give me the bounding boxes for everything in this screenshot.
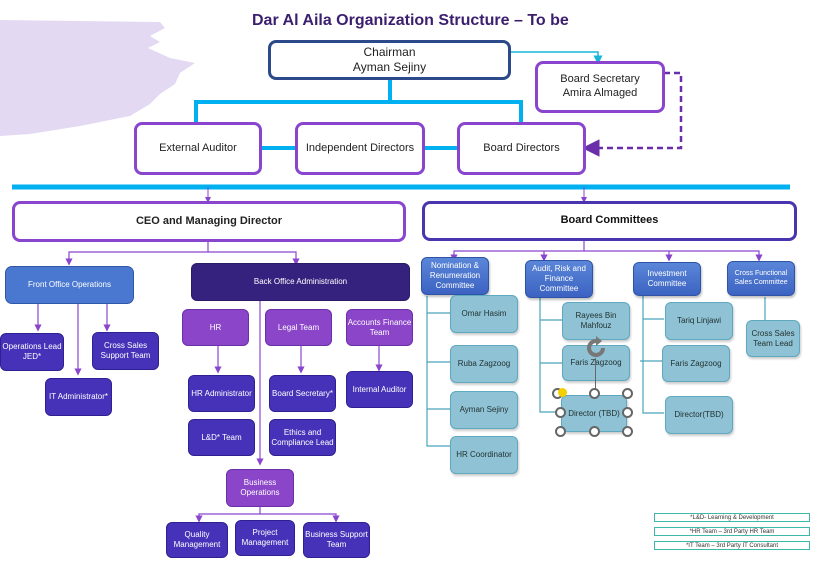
member-rayees-bin-mahfouz[interactable]: Rayees Bin Mahfouz <box>562 302 630 340</box>
accounts-finance-node[interactable]: Accounts Finance Team <box>346 309 413 346</box>
external-auditor-node[interactable]: External Auditor <box>134 122 262 175</box>
front-office-node[interactable]: Front Office Operations <box>5 266 134 304</box>
board-secretary-legal-node[interactable]: Board Secretary* <box>269 375 336 412</box>
legend-item: *HR Team – 3rd Party HR Team <box>654 527 810 536</box>
independent-directors-node[interactable]: Independent Directors <box>295 122 425 175</box>
member-ruba-zagzoog[interactable]: Ruba Zagzoog <box>450 345 518 383</box>
resize-handle-icon[interactable] <box>622 388 633 399</box>
committee-cross-functional-node[interactable]: Cross Functional Sales Committee <box>727 261 795 296</box>
member-director-tbd-audit[interactable]: Director (TBD) <box>561 395 627 432</box>
it-administrator-node[interactable]: IT Administrator* <box>45 378 112 416</box>
board-secretary-name: Amira Almaged <box>562 87 638 99</box>
legend-item: *L&D- Learning & Development <box>654 513 810 522</box>
adjust-handle-icon[interactable] <box>558 388 567 397</box>
ceo-node[interactable]: CEO and Managing Director <box>12 201 406 242</box>
chairman-role: Chairman <box>363 45 416 59</box>
committee-nomination-node[interactable]: Nomination & Renumeration Committee <box>421 257 489 295</box>
resize-handle-icon[interactable] <box>589 388 600 399</box>
member-tariq-linjawi[interactable]: Tariq Linjawi <box>665 302 733 340</box>
rotate-handle-line <box>595 358 596 390</box>
hr-node[interactable]: HR <box>182 309 249 346</box>
member-hr-coordinator[interactable]: HR Coordinator <box>450 436 518 474</box>
cross-sales-support-node[interactable]: Cross Sales Support Team <box>92 332 159 370</box>
chairman-node[interactable]: Chairman Ayman Sejiny <box>268 40 511 80</box>
member-director-tbd-investment[interactable]: Director(TBD) <box>665 396 733 434</box>
board-committees-node[interactable]: Board Committees <box>422 201 797 241</box>
chairman-name: Ayman Sejiny <box>352 60 427 74</box>
operations-lead-node[interactable]: Operations Lead JED* <box>0 333 64 371</box>
committee-connectors <box>426 241 766 447</box>
ld-team-node[interactable]: L&D* Team <box>188 419 255 456</box>
member-faris-zagzoog-investment[interactable]: Faris Zagzoog <box>662 345 730 382</box>
board-secretary-node[interactable]: Board Secretary Amira Almaged <box>535 61 665 113</box>
member-cross-sales-team-lead[interactable]: Cross Sales Team Lead <box>746 320 800 357</box>
hr-administrator-node[interactable]: HR Administrator <box>188 375 255 412</box>
rotate-handle-icon[interactable] <box>583 335 609 361</box>
quality-management-node[interactable]: Quality Management <box>166 522 228 558</box>
legend-item: *IT Team – 3rd Party IT Consultant <box>654 541 810 550</box>
board-connectors <box>12 51 790 203</box>
project-management-node[interactable]: Project Management <box>235 520 295 556</box>
member-ayman-sejiny[interactable]: Ayman Sejiny <box>450 391 518 429</box>
committee-audit-node[interactable]: Audit, Risk and Finance Committee <box>525 260 593 298</box>
board-directors-node[interactable]: Board Directors <box>457 122 586 175</box>
decorative-brush-stroke <box>0 20 195 136</box>
resize-handle-icon[interactable] <box>555 426 566 437</box>
back-office-node[interactable]: Back Office Administration <box>191 263 410 301</box>
business-operations-node[interactable]: Business Operations <box>226 469 294 507</box>
resize-handle-icon[interactable] <box>555 407 566 418</box>
member-omar-hasim[interactable]: Omar Hasim <box>450 295 518 333</box>
ceo-connectors <box>34 242 383 523</box>
legal-team-node[interactable]: Legal Team <box>265 309 332 346</box>
resize-handle-icon[interactable] <box>622 407 633 418</box>
ethics-compliance-node[interactable]: Ethics and Compliance Lead <box>269 419 336 456</box>
internal-auditor-node[interactable]: Internal Auditor <box>346 371 413 408</box>
business-support-node[interactable]: Business Support Team <box>303 522 370 558</box>
committee-investment-node[interactable]: Investment Committee <box>633 262 701 296</box>
resize-handle-icon[interactable] <box>589 426 600 437</box>
resize-handle-icon[interactable] <box>622 426 633 437</box>
board-secretary-role: Board Secretary <box>560 73 640 86</box>
page-title: Dar Al Aila Organization Structure – To … <box>252 12 569 29</box>
